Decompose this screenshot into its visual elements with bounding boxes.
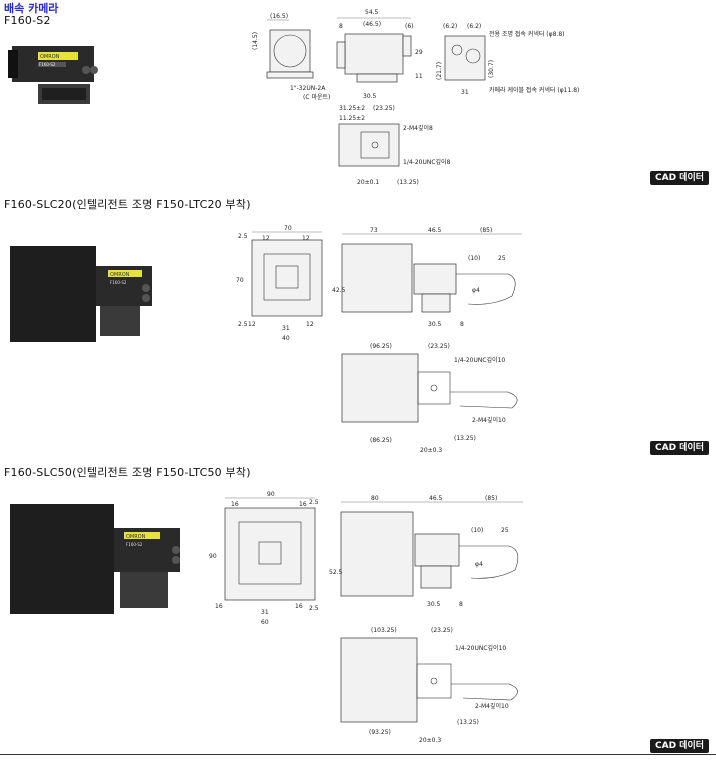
svg-text:F160-S2: F160-S2	[126, 542, 143, 547]
model-title-slc20: F160-SLC20(인텔리전트 조명 F150-LTC20 부착)	[4, 198, 251, 211]
svg-text:73: 73	[370, 227, 378, 234]
drawing-slc50: 90 16 16 2.5 90 2.5 16 16 31 60 80 46.5 …	[205, 488, 535, 746]
svg-text:1"-32UN-2A: 1"-32UN-2A	[290, 85, 326, 92]
svg-text:16: 16	[295, 603, 303, 610]
svg-text:2.5: 2.5	[309, 605, 319, 612]
svg-text:(10): (10)	[468, 255, 480, 262]
bottom-divider	[0, 754, 716, 755]
cad-data-button-slc20[interactable]: CAD 데이터	[650, 441, 710, 455]
svg-text:OMRON: OMRON	[40, 54, 60, 60]
svg-text:2.5: 2.5	[309, 499, 319, 506]
svg-text:(21.7): (21.7)	[436, 62, 443, 80]
camera-photo-s2: OMRON F160-S2	[8, 40, 104, 106]
drawing-s2: (16.5) (14.5) 1"-32UN-2A (C 마운트) 54.5 (4…	[245, 6, 579, 191]
svg-text:(10): (10)	[471, 527, 483, 534]
svg-text:F160-S2: F160-S2	[39, 62, 56, 67]
svg-text:2.5: 2.5	[238, 321, 248, 328]
svg-text:(85): (85)	[485, 495, 497, 502]
svg-text:30.5: 30.5	[428, 321, 442, 328]
svg-text:(46.5): (46.5)	[363, 21, 381, 28]
svg-text:29: 29	[415, 49, 423, 56]
svg-text:54.5: 54.5	[365, 9, 379, 16]
svg-text:전용 조명 접속 커넥터 (φ8.8): 전용 조명 접속 커넥터 (φ8.8)	[489, 30, 565, 38]
svg-text:(23.25): (23.25)	[428, 343, 450, 350]
svg-text:70: 70	[284, 225, 292, 232]
svg-text:(23.25): (23.25)	[373, 105, 395, 112]
page-title: 배속 카메라	[4, 2, 59, 15]
svg-text:(30.7): (30.7)	[488, 60, 495, 78]
camera-photo-slc50: OMRON F160-S2	[8, 500, 188, 620]
svg-text:2-M4깊이10: 2-M4깊이10	[475, 702, 509, 710]
svg-text:16: 16	[231, 501, 239, 508]
svg-text:F160-S2: F160-S2	[110, 280, 127, 285]
svg-text:OMRON: OMRON	[110, 272, 130, 278]
svg-text:카메라 케이블 접속 커넥터 (φ11.8): 카메라 케이블 접속 커넥터 (φ11.8)	[489, 86, 579, 94]
svg-text:(96.25): (96.25)	[370, 343, 392, 350]
model-title-slc50: F160-SLC50(인텔리전트 조명 F150-LTC50 부착)	[4, 466, 251, 479]
svg-text:11.25±2: 11.25±2	[339, 115, 365, 122]
svg-text:30.5: 30.5	[427, 601, 441, 608]
svg-text:2-M4깊이10: 2-M4깊이10	[472, 416, 506, 424]
svg-text:30.5: 30.5	[363, 93, 377, 100]
svg-text:31: 31	[261, 609, 269, 616]
svg-text:31: 31	[282, 325, 290, 332]
svg-text:(13.25): (13.25)	[457, 719, 479, 726]
camera-photo-slc20: OMRON F160-S2	[8, 240, 158, 350]
svg-text:(103.25): (103.25)	[371, 627, 397, 634]
model-title-s2: F160-S2	[4, 14, 51, 27]
svg-text:12: 12	[262, 235, 270, 242]
svg-text:20±0.3: 20±0.3	[420, 447, 442, 454]
svg-text:2.5: 2.5	[238, 233, 248, 240]
svg-text:1/4-20UNC깊이10: 1/4-20UNC깊이10	[455, 644, 506, 652]
svg-text:(93.25): (93.25)	[369, 729, 391, 736]
svg-text:25: 25	[501, 527, 509, 534]
svg-text:(13.25): (13.25)	[397, 179, 419, 186]
svg-text:OMRON: OMRON	[126, 534, 146, 540]
svg-text:31.25±2: 31.25±2	[339, 105, 365, 112]
svg-text:80: 80	[371, 495, 379, 502]
svg-text:(6.2): (6.2)	[467, 23, 481, 30]
svg-text:20±0.3: 20±0.3	[419, 737, 441, 744]
svg-text:12: 12	[248, 321, 256, 328]
svg-text:(6.2): (6.2)	[443, 23, 457, 30]
svg-text:16: 16	[215, 603, 223, 610]
svg-text:20±0.1: 20±0.1	[357, 179, 379, 186]
cad-data-button-slc50[interactable]: CAD 데이터	[650, 739, 710, 753]
svg-text:1/4-20UNC깊이8: 1/4-20UNC깊이8	[403, 158, 451, 166]
svg-text:1/4-20UNC깊이10: 1/4-20UNC깊이10	[454, 356, 505, 364]
svg-text:46.5: 46.5	[428, 227, 442, 234]
svg-text:φ4: φ4	[472, 287, 480, 294]
svg-text:8: 8	[459, 601, 463, 608]
svg-text:(C 마운트): (C 마운트)	[303, 93, 330, 101]
svg-text:(85): (85)	[480, 227, 492, 234]
svg-text:12: 12	[306, 321, 314, 328]
svg-text:25: 25	[498, 255, 506, 262]
svg-text:46.5: 46.5	[429, 495, 443, 502]
svg-text:16: 16	[299, 501, 307, 508]
svg-text:70: 70	[236, 277, 244, 284]
svg-text:11: 11	[415, 73, 423, 80]
drawing-slc20: 70 12 12 2.5 70 2.5 12 12 31 40 73 46.5 …	[232, 222, 552, 454]
svg-text:2-M4깊이8: 2-M4깊이8	[403, 124, 433, 132]
svg-text:(13.25): (13.25)	[454, 435, 476, 442]
svg-text:90: 90	[267, 491, 275, 498]
svg-text:12: 12	[302, 235, 310, 242]
svg-text:(16.5): (16.5)	[270, 13, 288, 20]
cad-data-button-s2[interactable]: CAD 데이터	[650, 171, 710, 185]
svg-text:52.5: 52.5	[329, 569, 343, 576]
svg-text:(14.5): (14.5)	[252, 32, 259, 50]
svg-text:(86.25): (86.25)	[370, 437, 392, 444]
svg-text:(23.25): (23.25)	[431, 627, 453, 634]
svg-text:42.5: 42.5	[332, 287, 346, 294]
svg-text:60: 60	[261, 619, 269, 626]
svg-text:8: 8	[339, 23, 343, 30]
svg-text:φ4: φ4	[475, 561, 483, 568]
svg-text:90: 90	[209, 553, 217, 560]
svg-text:31: 31	[461, 89, 469, 96]
svg-text:40: 40	[282, 335, 290, 342]
svg-text:8: 8	[460, 321, 464, 328]
svg-text:(6): (6)	[405, 23, 414, 30]
